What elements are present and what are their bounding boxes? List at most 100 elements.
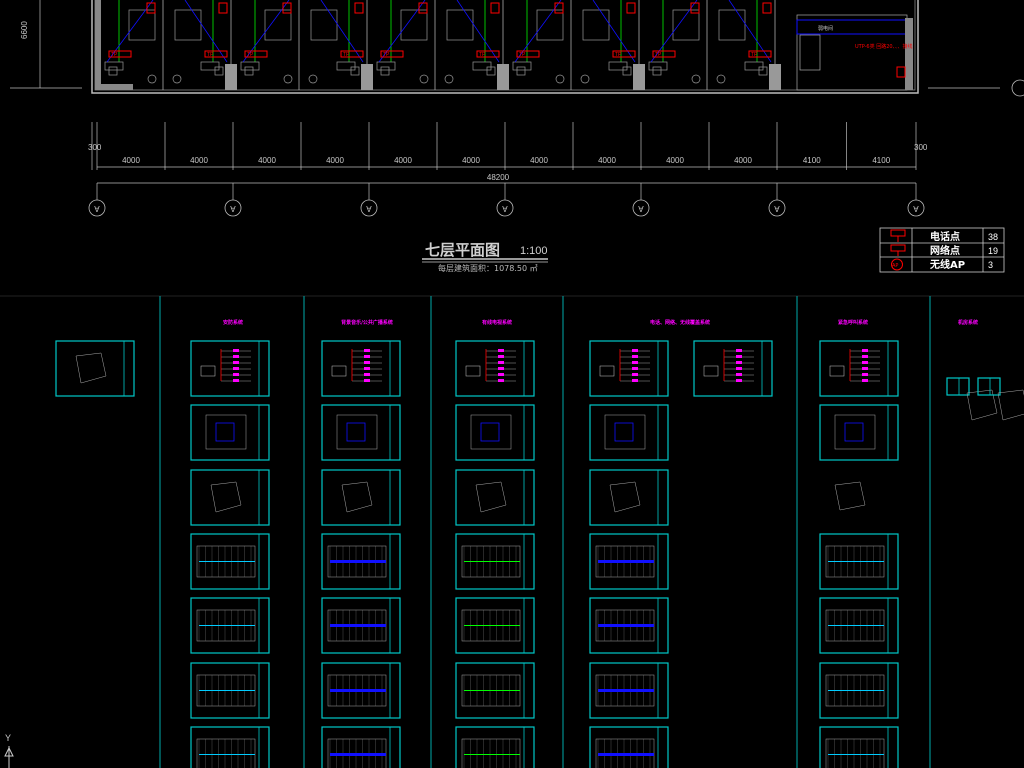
guest-room: TP (376, 0, 436, 90)
desk-icon (240, 61, 260, 71)
legend-count: 19 (988, 246, 998, 256)
bay-dimension: 4000 (734, 156, 752, 165)
drawing-sheet (819, 533, 899, 590)
column-header: 有线电视系统 (482, 319, 512, 326)
outlet-icon (690, 2, 700, 14)
tp-outlet-icon (652, 50, 676, 58)
lamp-icon (691, 74, 701, 84)
lamp-icon (283, 74, 293, 84)
bay-dimension: 4100 (872, 156, 890, 165)
bay-dimension: 4000 (530, 156, 548, 165)
chair-icon (380, 66, 390, 76)
cable-note: UTP-6类 回路20、、、接线 (855, 43, 913, 50)
axis-bubble (496, 199, 514, 217)
drawing-sheet (455, 597, 535, 654)
drawing-sheet (190, 340, 270, 397)
svg-text:TP: TP (615, 52, 622, 58)
drawing-sheet (589, 662, 669, 719)
lamp-icon (419, 74, 429, 84)
tp-outlet-icon (380, 50, 404, 58)
bed-icon (672, 9, 700, 41)
bay-dimension: 4000 (394, 156, 412, 165)
drawing-sheet (455, 469, 535, 526)
drawing-sheet (589, 469, 669, 526)
svg-text:TP: TP (519, 52, 526, 58)
column-header: 背景音乐/公共广播系统 (341, 319, 393, 326)
svg-text:TP: TP (247, 52, 254, 58)
drawing-sheet (55, 340, 135, 397)
desk-icon (336, 61, 356, 71)
drawing-sheet (819, 726, 899, 768)
svg-text:TP: TP (655, 52, 662, 58)
plan-title: 七层平面图 (425, 241, 500, 259)
column (361, 64, 373, 90)
outlet-icon (896, 66, 906, 78)
drawing-sheet (321, 597, 401, 654)
tp-outlet-icon (340, 50, 364, 58)
outlet-icon (146, 2, 156, 14)
chair-icon (486, 66, 496, 76)
total-dimension: 48200 (487, 173, 510, 182)
legend-row: AP 无线AP 3 (891, 258, 993, 271)
drawing-sheet (190, 662, 270, 719)
column (497, 64, 509, 90)
bed-icon (310, 9, 338, 41)
left-dimension: 6600 (20, 21, 29, 39)
legend-row: 网络点 19 (890, 244, 998, 257)
outlet-icon (282, 2, 292, 14)
area-note: 每层建筑面积：1078.50 ㎡ (438, 263, 538, 273)
desk-icon (608, 61, 628, 71)
legend-table: 电话点 38 网络点 19 AP 无线AP 3 (879, 227, 1005, 273)
axis-label: A (774, 204, 780, 213)
bay-dimension: 4000 (122, 156, 140, 165)
desk-icon (472, 61, 492, 71)
drawing-sheet (190, 726, 270, 768)
drawing-sheet (321, 469, 401, 526)
lamp-icon (444, 74, 454, 84)
drawing-sheet (321, 340, 401, 397)
bay-dimension: 4000 (666, 156, 684, 165)
bay-dimension: 4000 (462, 156, 480, 165)
legend-row: 电话点 38 (890, 229, 998, 243)
drawing-sheet (819, 597, 899, 654)
lamp-icon (172, 74, 182, 84)
svg-text:TP: TP (343, 52, 350, 58)
lamp-icon (147, 74, 157, 84)
axis-label: A (94, 204, 100, 213)
bay-dimension: 4000 (258, 156, 276, 165)
outlet-icon (218, 2, 228, 14)
drawing-sheet (589, 340, 669, 397)
tp-outlet-icon (204, 50, 228, 58)
axis-bubble (1011, 79, 1024, 97)
edge-dimension: 300 (914, 143, 928, 152)
legend-count: 3 (988, 260, 993, 270)
drawing-sheet (321, 533, 401, 590)
axis-label: A (230, 204, 236, 213)
desk-icon (104, 61, 124, 71)
chair-icon (652, 66, 662, 76)
chair-icon (516, 66, 526, 76)
desk-icon (648, 61, 668, 71)
chair-icon (244, 66, 254, 76)
axis-label: A (913, 204, 919, 213)
bay-dimension: 4100 (803, 156, 821, 165)
drawing-sheet (190, 533, 270, 590)
outlet-icon (490, 2, 500, 14)
legend-symbol: AP (892, 263, 898, 269)
sheet-overview (55, 296, 1024, 768)
drawing-sheet (977, 377, 1024, 421)
column (633, 64, 645, 90)
column (225, 64, 237, 90)
tp-outlet-icon (516, 50, 540, 58)
lamp-icon (580, 74, 590, 84)
drawing-sheet (819, 662, 899, 719)
tp-outlet-icon (244, 50, 268, 58)
legend-label: 网络点 (930, 244, 960, 257)
building-outline (91, 0, 919, 94)
chair-icon (622, 66, 632, 76)
axis-bubble (768, 199, 786, 217)
drawing-sheet (589, 533, 669, 590)
drawing-sheet (321, 404, 401, 461)
lamp-icon (308, 74, 318, 84)
